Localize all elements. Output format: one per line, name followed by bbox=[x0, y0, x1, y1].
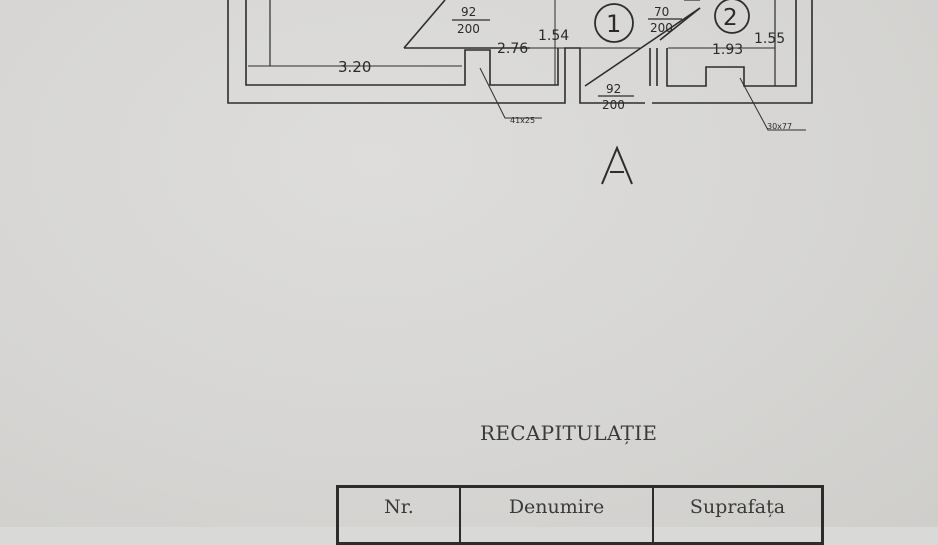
room-circle-2 bbox=[714, 0, 750, 34]
dim-2-76: 2.76 bbox=[497, 41, 528, 57]
label-30x77: 30x77 bbox=[767, 122, 792, 131]
col-header-denumire: Denumire bbox=[461, 488, 654, 542]
door-swing bbox=[403, 0, 446, 49]
scanned-page bbox=[0, 0, 938, 527]
inner-wall bbox=[245, 0, 559, 86]
outer-wall-right bbox=[652, 0, 813, 104]
opening-1-bottom: 200 bbox=[457, 22, 480, 36]
opening-1-top: 92 bbox=[461, 5, 476, 19]
col-header-nr: Nr. bbox=[339, 488, 461, 542]
inner-wall-right bbox=[666, 0, 797, 87]
dim-1-54: 1.54 bbox=[538, 28, 569, 44]
opening-2-bottom: 200 bbox=[650, 21, 673, 35]
dim-1-55: 1.55 bbox=[754, 31, 785, 47]
door-swing-3 bbox=[659, 7, 701, 41]
room-number-1: 1 bbox=[606, 10, 621, 38]
room-circle-1 bbox=[594, 3, 634, 43]
door-swing-2 bbox=[584, 7, 701, 87]
col-header-suprafata: Suprafața bbox=[689, 496, 786, 518]
recap-table: Nr. Denumire Suprafața bbox=[336, 485, 824, 545]
leader-41x25 bbox=[479, 67, 542, 119]
opening-2-top: 70 bbox=[654, 5, 669, 19]
floor-plan: 3.20 2.76 1.54 1.93 1.55 92 200 70 200 9… bbox=[227, 0, 813, 185]
dim-1-93: 1.93 bbox=[712, 42, 743, 58]
dim-3-20: 3.20 bbox=[338, 58, 371, 76]
label-41x25: 41x25 bbox=[510, 116, 535, 125]
room-number-2: 2 bbox=[723, 5, 738, 31]
recap-title: RECAPITULAȚIE bbox=[480, 421, 658, 445]
leader-30x77 bbox=[739, 77, 806, 131]
opening-3-top: 92 bbox=[606, 82, 621, 96]
north-arrow-icon bbox=[601, 145, 633, 185]
outer-wall bbox=[227, 0, 645, 104]
opening-3-bottom: 200 bbox=[602, 98, 625, 112]
